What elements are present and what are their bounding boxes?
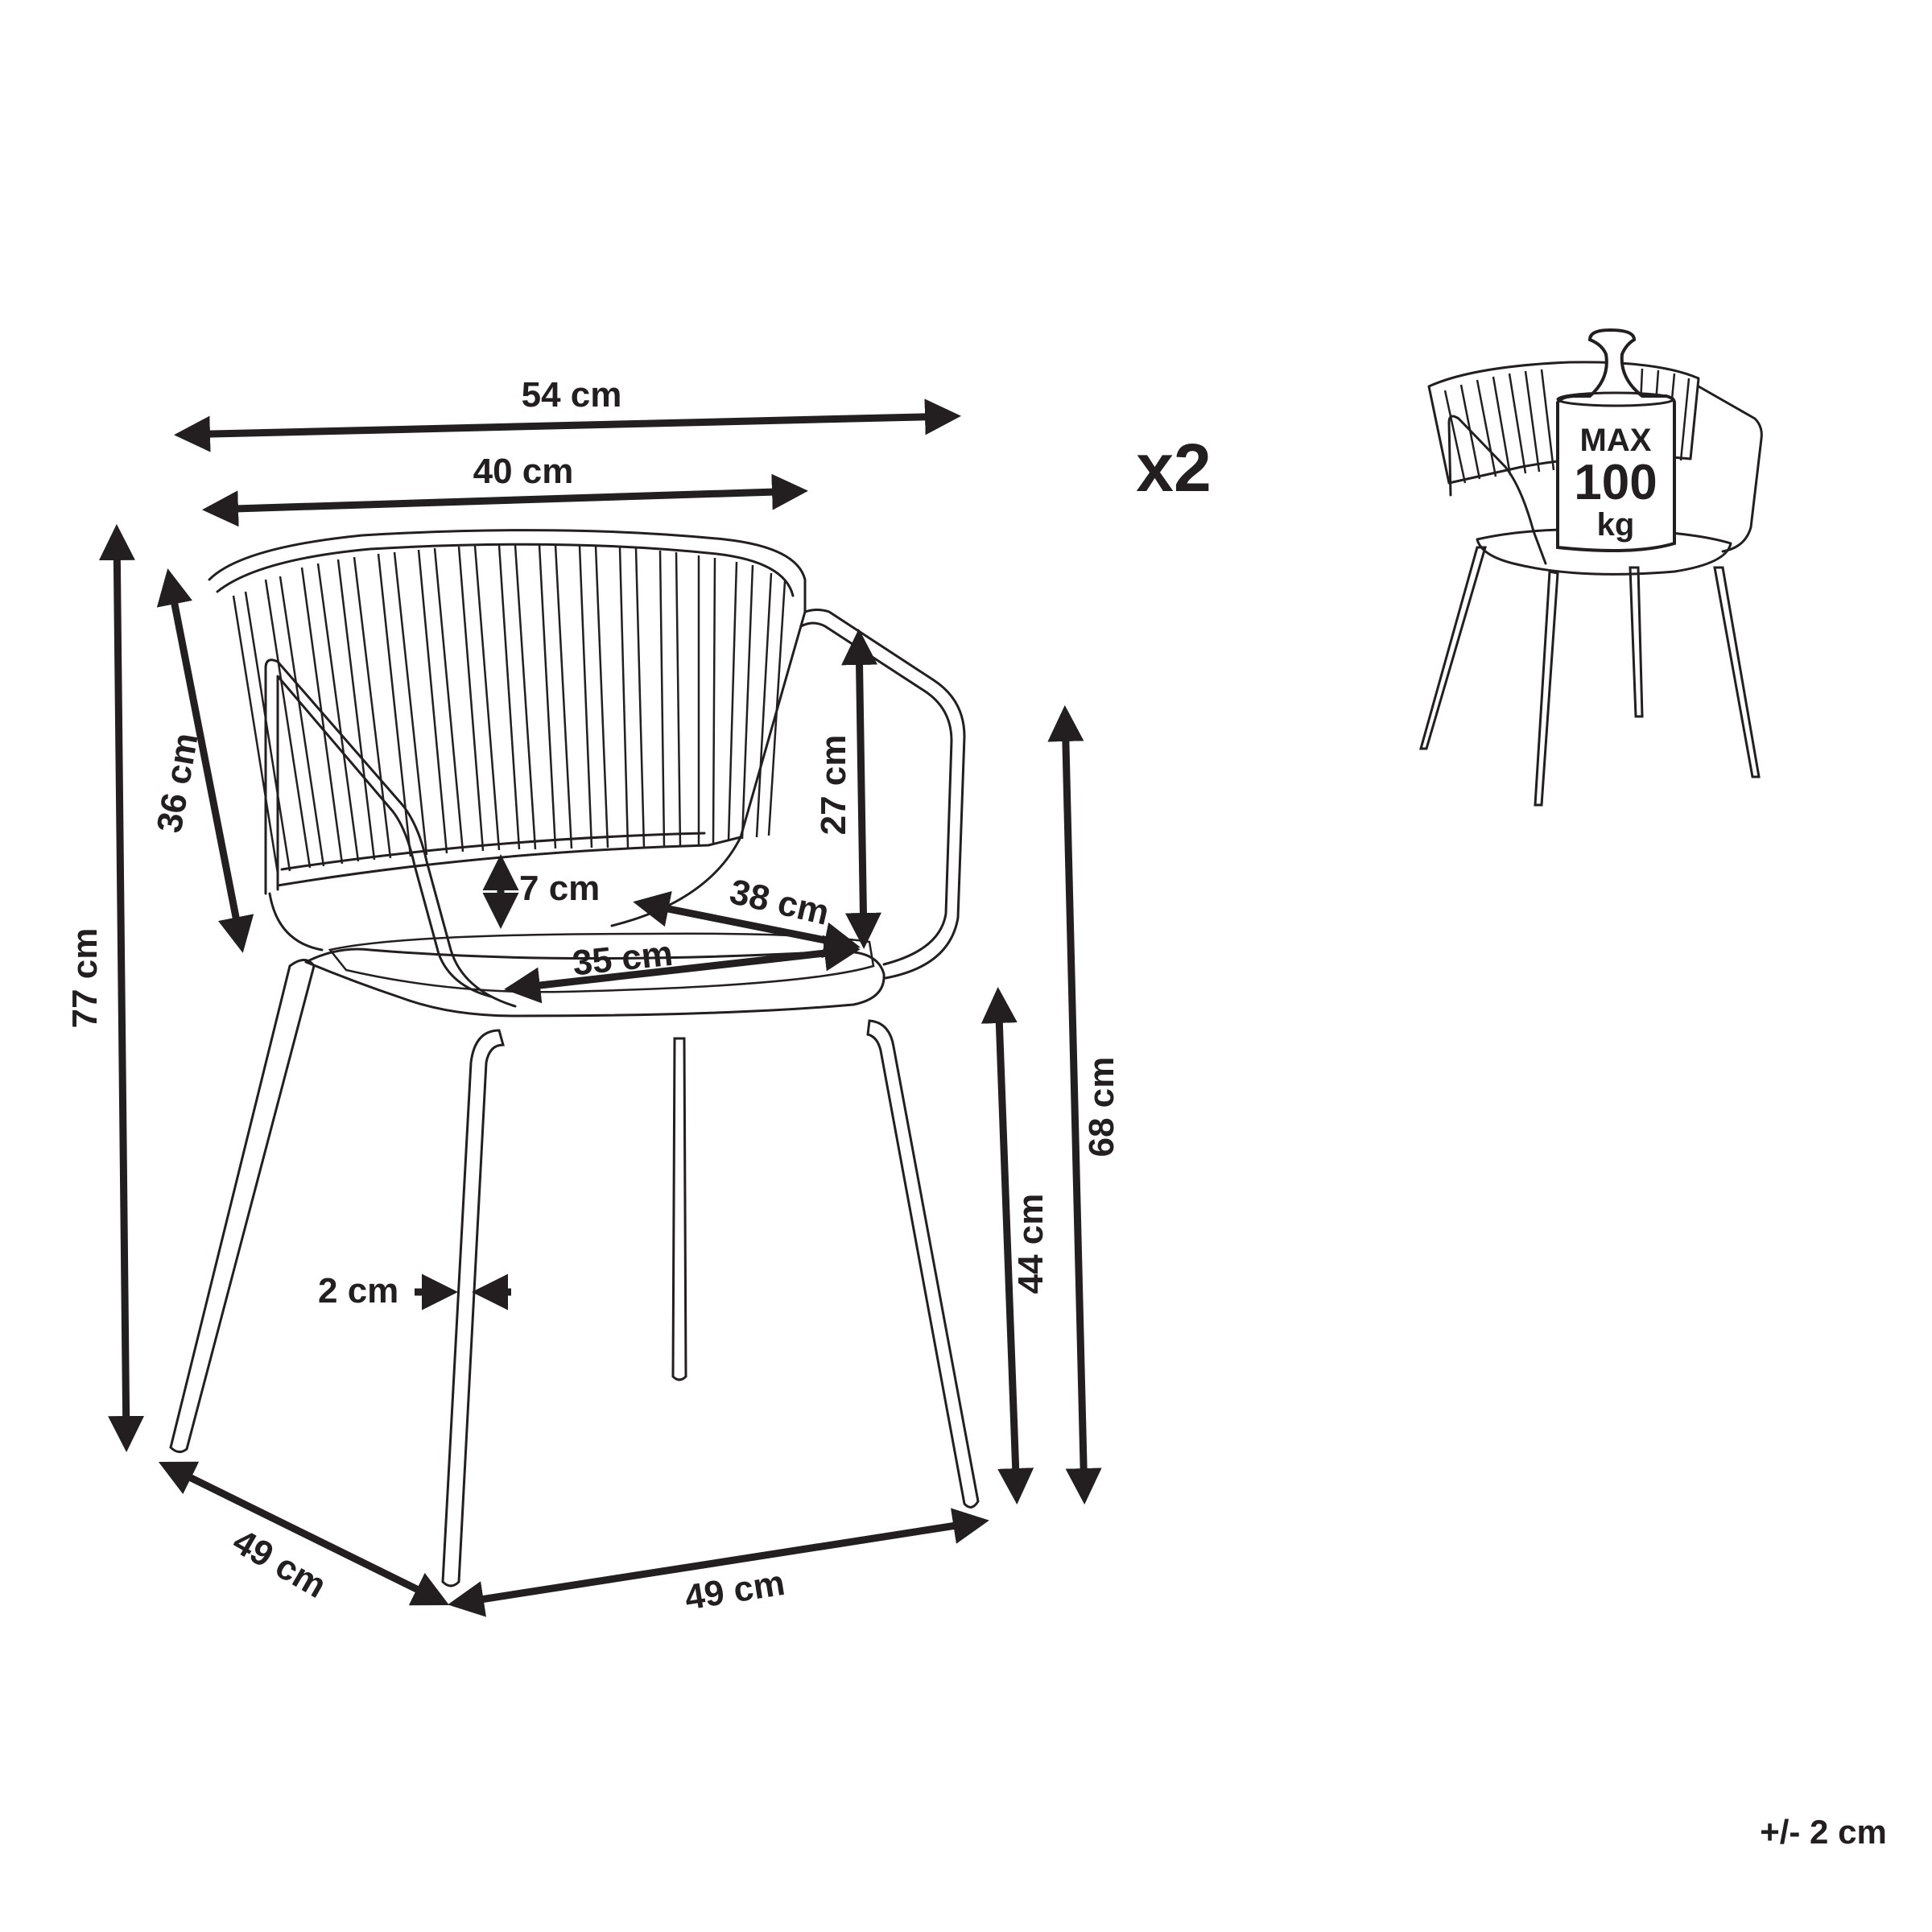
load-line2: 100 xyxy=(1574,455,1657,510)
label-overall-height: 77 cm xyxy=(65,928,105,1029)
label-armrest-floor-height: 68 cm xyxy=(1082,1057,1121,1158)
dimension-labels: 54 cm 40 cm 36 cm 77 cm 27 cm 7 cm 38 cm… xyxy=(65,375,1121,1618)
back-left-leg xyxy=(169,959,316,1453)
right-frame-curve xyxy=(610,610,807,927)
dim-44-line xyxy=(980,987,1034,1505)
dim-77-line xyxy=(98,524,145,1452)
small-leg-back-right xyxy=(1629,566,1644,718)
small-leg-front-right xyxy=(1713,566,1761,778)
left-armrest xyxy=(264,658,517,1008)
weight-icon xyxy=(1556,328,1676,552)
dim-49-depth-line xyxy=(158,1461,450,1606)
dim-68-line xyxy=(1047,705,1102,1505)
dim-40-line xyxy=(202,473,808,527)
label-overall-width: 54 cm xyxy=(522,375,622,415)
label-base-depth: 49 cm xyxy=(226,1521,333,1606)
weight-top-edge xyxy=(1556,391,1675,407)
load-line1: MAX xyxy=(1580,423,1652,458)
load-capacity-illustration: MAX 100 kg xyxy=(1419,328,1763,807)
small-leg-back-left xyxy=(1419,546,1488,750)
label-seat-recess: 7 cm xyxy=(519,869,600,908)
dim-27-line xyxy=(841,629,881,949)
label-seat-width: 35 cm xyxy=(571,934,675,984)
dimension-lines xyxy=(98,398,1102,1617)
front-left-leg xyxy=(441,1029,505,1587)
label-backrest-width: 40 cm xyxy=(473,452,574,491)
label-backrest-height: 36 cm xyxy=(150,730,206,836)
dim-49-width-line xyxy=(448,1508,989,1617)
left-armrest-inner xyxy=(276,675,493,998)
dim-36-line xyxy=(156,568,254,953)
backrest-slats xyxy=(232,544,786,874)
backrest-bottom-band-inner xyxy=(280,832,706,871)
label-leg-thickness: 2 cm xyxy=(318,1271,398,1311)
dim-54-line xyxy=(174,398,961,452)
backrest-rim-inner xyxy=(216,543,795,597)
right-armrest xyxy=(803,609,966,980)
quantity-label: x2 xyxy=(1136,430,1211,506)
tolerance-label: +/- 2 cm xyxy=(1760,1813,1887,1851)
left-frame-curve xyxy=(268,892,324,952)
seat-frame xyxy=(304,947,886,1018)
dim-35-line xyxy=(504,935,861,1004)
seat-cushion xyxy=(328,932,875,993)
small-left-armrest xyxy=(1447,415,1547,565)
label-seat-height: 44 cm xyxy=(1011,1194,1051,1294)
load-line3: kg xyxy=(1597,507,1635,543)
label-base-width: 49 cm xyxy=(682,1563,787,1618)
small-leg-front-left xyxy=(1534,570,1559,807)
label-armrest-height: 27 cm xyxy=(814,735,853,836)
back-middle-leg xyxy=(671,1037,687,1381)
right-armrest-inner xyxy=(799,621,953,966)
small-right-armrest xyxy=(1697,385,1763,553)
backrest-rim-outer xyxy=(208,529,807,613)
front-right-leg xyxy=(866,1019,980,1509)
